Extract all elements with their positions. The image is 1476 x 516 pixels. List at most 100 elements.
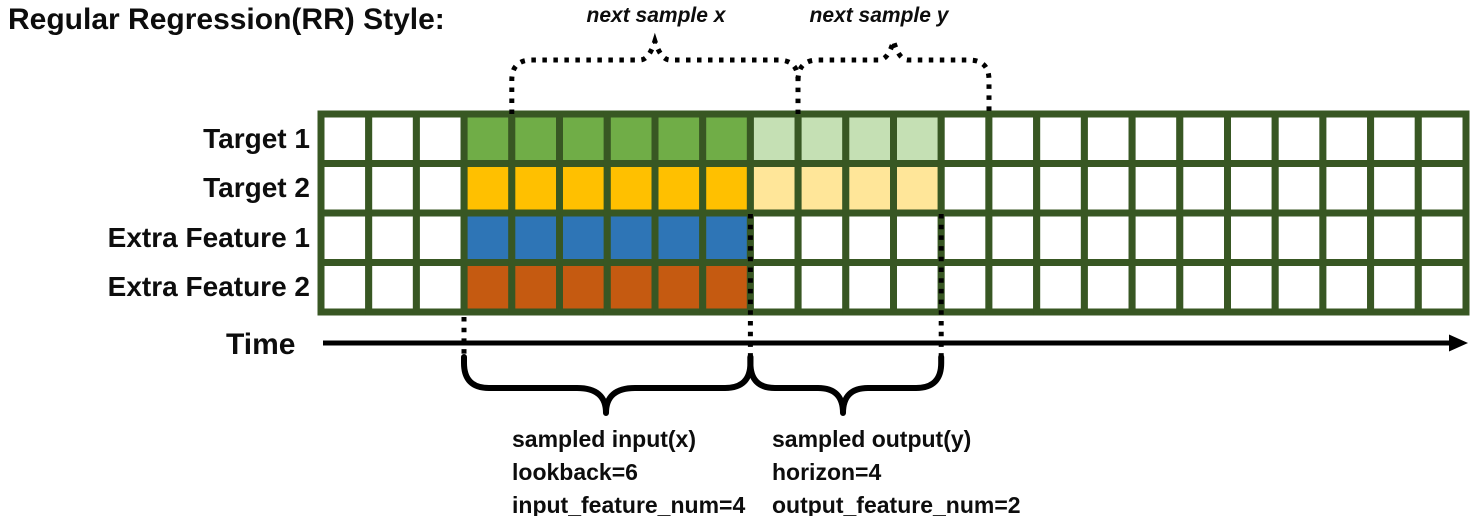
- grid-cell: [317, 259, 373, 316]
- next-sample-x-label: next sample x: [586, 4, 726, 27]
- grid-cell: [699, 110, 754, 167]
- grid-cell: [412, 110, 468, 167]
- row-label-extra-feature-1: Extra Feature 1: [107, 222, 310, 253]
- next-sample-y-label: next sample y: [809, 4, 949, 27]
- grid-cell: [556, 209, 611, 266]
- grid-cell: [1271, 110, 1327, 167]
- grid-cell: [1319, 160, 1375, 217]
- grid-cell: [508, 259, 563, 316]
- grid-cell: [1033, 209, 1088, 266]
- grid-cell: [746, 110, 802, 167]
- grid-cell: [1367, 259, 1422, 316]
- grid-cell: [1319, 259, 1375, 316]
- grid-cell: [460, 110, 516, 167]
- grid-cell: [1128, 209, 1184, 266]
- grid-cell: [1319, 209, 1375, 266]
- grid-cell: [556, 160, 611, 217]
- output-feature-num-value: output_feature_num=2: [772, 492, 1021, 516]
- grid-cell: [1271, 160, 1327, 217]
- grid-cell: [603, 160, 659, 217]
- sampled-output-brace: [747, 354, 945, 416]
- grid-cell: [842, 110, 897, 167]
- grid-cell: [1271, 259, 1327, 316]
- grid-cell: [1224, 259, 1279, 316]
- grid-cell: [937, 160, 993, 217]
- grid-cell: [890, 209, 945, 266]
- grid-cell: [985, 160, 1041, 217]
- page-title: Regular Regression(RR) Style:: [8, 3, 445, 36]
- grid-cell: [1367, 110, 1422, 167]
- grid-cell: [746, 259, 802, 316]
- grid-cell: [1224, 209, 1279, 266]
- grid-cell: [842, 160, 897, 217]
- sampled-output-caption: sampled output(y) horizon=4 output_featu…: [772, 423, 1021, 516]
- sampled-input-title: sampled input(x): [512, 426, 697, 452]
- grid-cell: [651, 110, 707, 167]
- lookback-value: lookback=6: [512, 459, 638, 485]
- grid-cell: [460, 259, 516, 316]
- input-feature-num-value: input_feature_num=4: [512, 492, 746, 516]
- sampled-input-caption: sampled input(x) lookback=6 input_featur…: [512, 423, 745, 516]
- grid-cell: [1367, 160, 1422, 217]
- grid-cell: [1367, 209, 1422, 266]
- grid-cell: [1176, 110, 1232, 167]
- grid-cell: [1080, 209, 1136, 266]
- row-label-extra-feature-2: Extra Feature 2: [107, 271, 310, 302]
- grid-cell: [1176, 160, 1232, 217]
- grid-cell: [1414, 110, 1470, 167]
- grid-cell: [1414, 209, 1470, 266]
- grid-cell: [412, 160, 468, 217]
- grid-cell: [556, 110, 611, 167]
- sample-grid: [317, 110, 1470, 316]
- grid-cell: [1080, 259, 1136, 316]
- grid-cell: [937, 209, 993, 266]
- grid-cell: [1224, 160, 1279, 217]
- grid-cell: [508, 110, 563, 167]
- grid-cell: [1080, 160, 1136, 217]
- time-axis-arrow: [323, 334, 1468, 352]
- grid-cell: [746, 160, 802, 217]
- sampled-output-title: sampled output(y): [772, 426, 972, 452]
- horizon-value: horizon=4: [772, 459, 882, 485]
- grid-cell: [651, 160, 707, 217]
- grid-cell: [365, 209, 420, 266]
- grid-cell: [365, 259, 420, 316]
- grid-cell: [1128, 110, 1184, 167]
- grid-cell: [1033, 110, 1088, 167]
- grid-cell: [603, 110, 659, 167]
- grid-cell: [651, 259, 707, 316]
- grid-cell: [1128, 160, 1184, 217]
- grid-cell: [1271, 209, 1327, 266]
- grid-cell: [794, 110, 850, 167]
- grid-cell: [460, 160, 516, 217]
- grid-cell: [556, 259, 611, 316]
- grid-cell: [317, 209, 373, 266]
- grid-cell: [317, 160, 373, 217]
- grid-cell: [365, 160, 420, 217]
- grid-cell: [890, 160, 945, 217]
- grid-cell: [651, 209, 707, 266]
- grid-cell: [699, 209, 754, 266]
- grid-cell: [699, 160, 754, 217]
- grid-cell: [317, 110, 373, 167]
- grid-cell: [460, 209, 516, 266]
- grid-cell: [842, 209, 897, 266]
- next-sample-x-brace: [509, 32, 801, 114]
- grid-cell: [603, 209, 659, 266]
- grid-cell: [365, 110, 420, 167]
- grid-cell: [937, 110, 993, 167]
- grid-cell: [508, 160, 563, 217]
- grid-cell: [794, 160, 850, 217]
- grid-cell: [1414, 160, 1470, 217]
- grid-cell: [1319, 110, 1375, 167]
- grid-cell: [699, 259, 754, 316]
- grid-cell: [890, 259, 945, 316]
- grid-cell: [985, 259, 1041, 316]
- grid-cell: [890, 110, 945, 167]
- grid-cell: [1176, 209, 1232, 266]
- grid-cell: [937, 259, 993, 316]
- grid-cell: [794, 259, 850, 316]
- grid-cell: [508, 209, 563, 266]
